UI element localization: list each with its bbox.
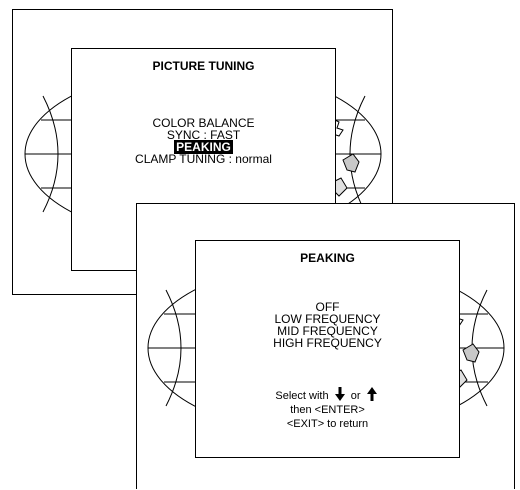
help-text: Select with or then <ENTER> <EXIT> to re… xyxy=(196,387,459,431)
arrow-down-icon xyxy=(334,387,345,401)
menu-item-peaking[interactable]: PEAKING xyxy=(174,140,233,154)
help-enter-line: then <ENTER> xyxy=(290,404,365,416)
menu-item-color-balance[interactable]: COLOR BALANCE xyxy=(152,116,255,130)
front-screen: PEAKING OFF LOW FREQUENCY MID FREQUENCY … xyxy=(136,203,515,489)
menu-item-high-frequency[interactable]: HIGH FREQUENCY xyxy=(273,336,382,350)
menu-item-off[interactable]: OFF xyxy=(315,300,340,314)
menu-item-clamp-tuning[interactable]: CLAMP TUNING : normal xyxy=(135,152,272,166)
menu-title: PEAKING xyxy=(300,251,355,265)
help-exit-line: <EXIT> to return xyxy=(286,418,369,430)
menu-item-low-frequency[interactable]: LOW FREQUENCY xyxy=(274,312,381,326)
menu-item-mid-frequency[interactable]: MID FREQUENCY xyxy=(277,324,378,338)
peaking-menu: PEAKING OFF LOW FREQUENCY MID FREQUENCY … xyxy=(195,240,460,458)
arrow-up-icon xyxy=(366,387,377,401)
menu-title: PICTURE TUNING xyxy=(152,59,255,73)
help-select-line: Select with or xyxy=(196,387,459,403)
menu-item-sync[interactable]: SYNC : FAST xyxy=(166,128,241,142)
